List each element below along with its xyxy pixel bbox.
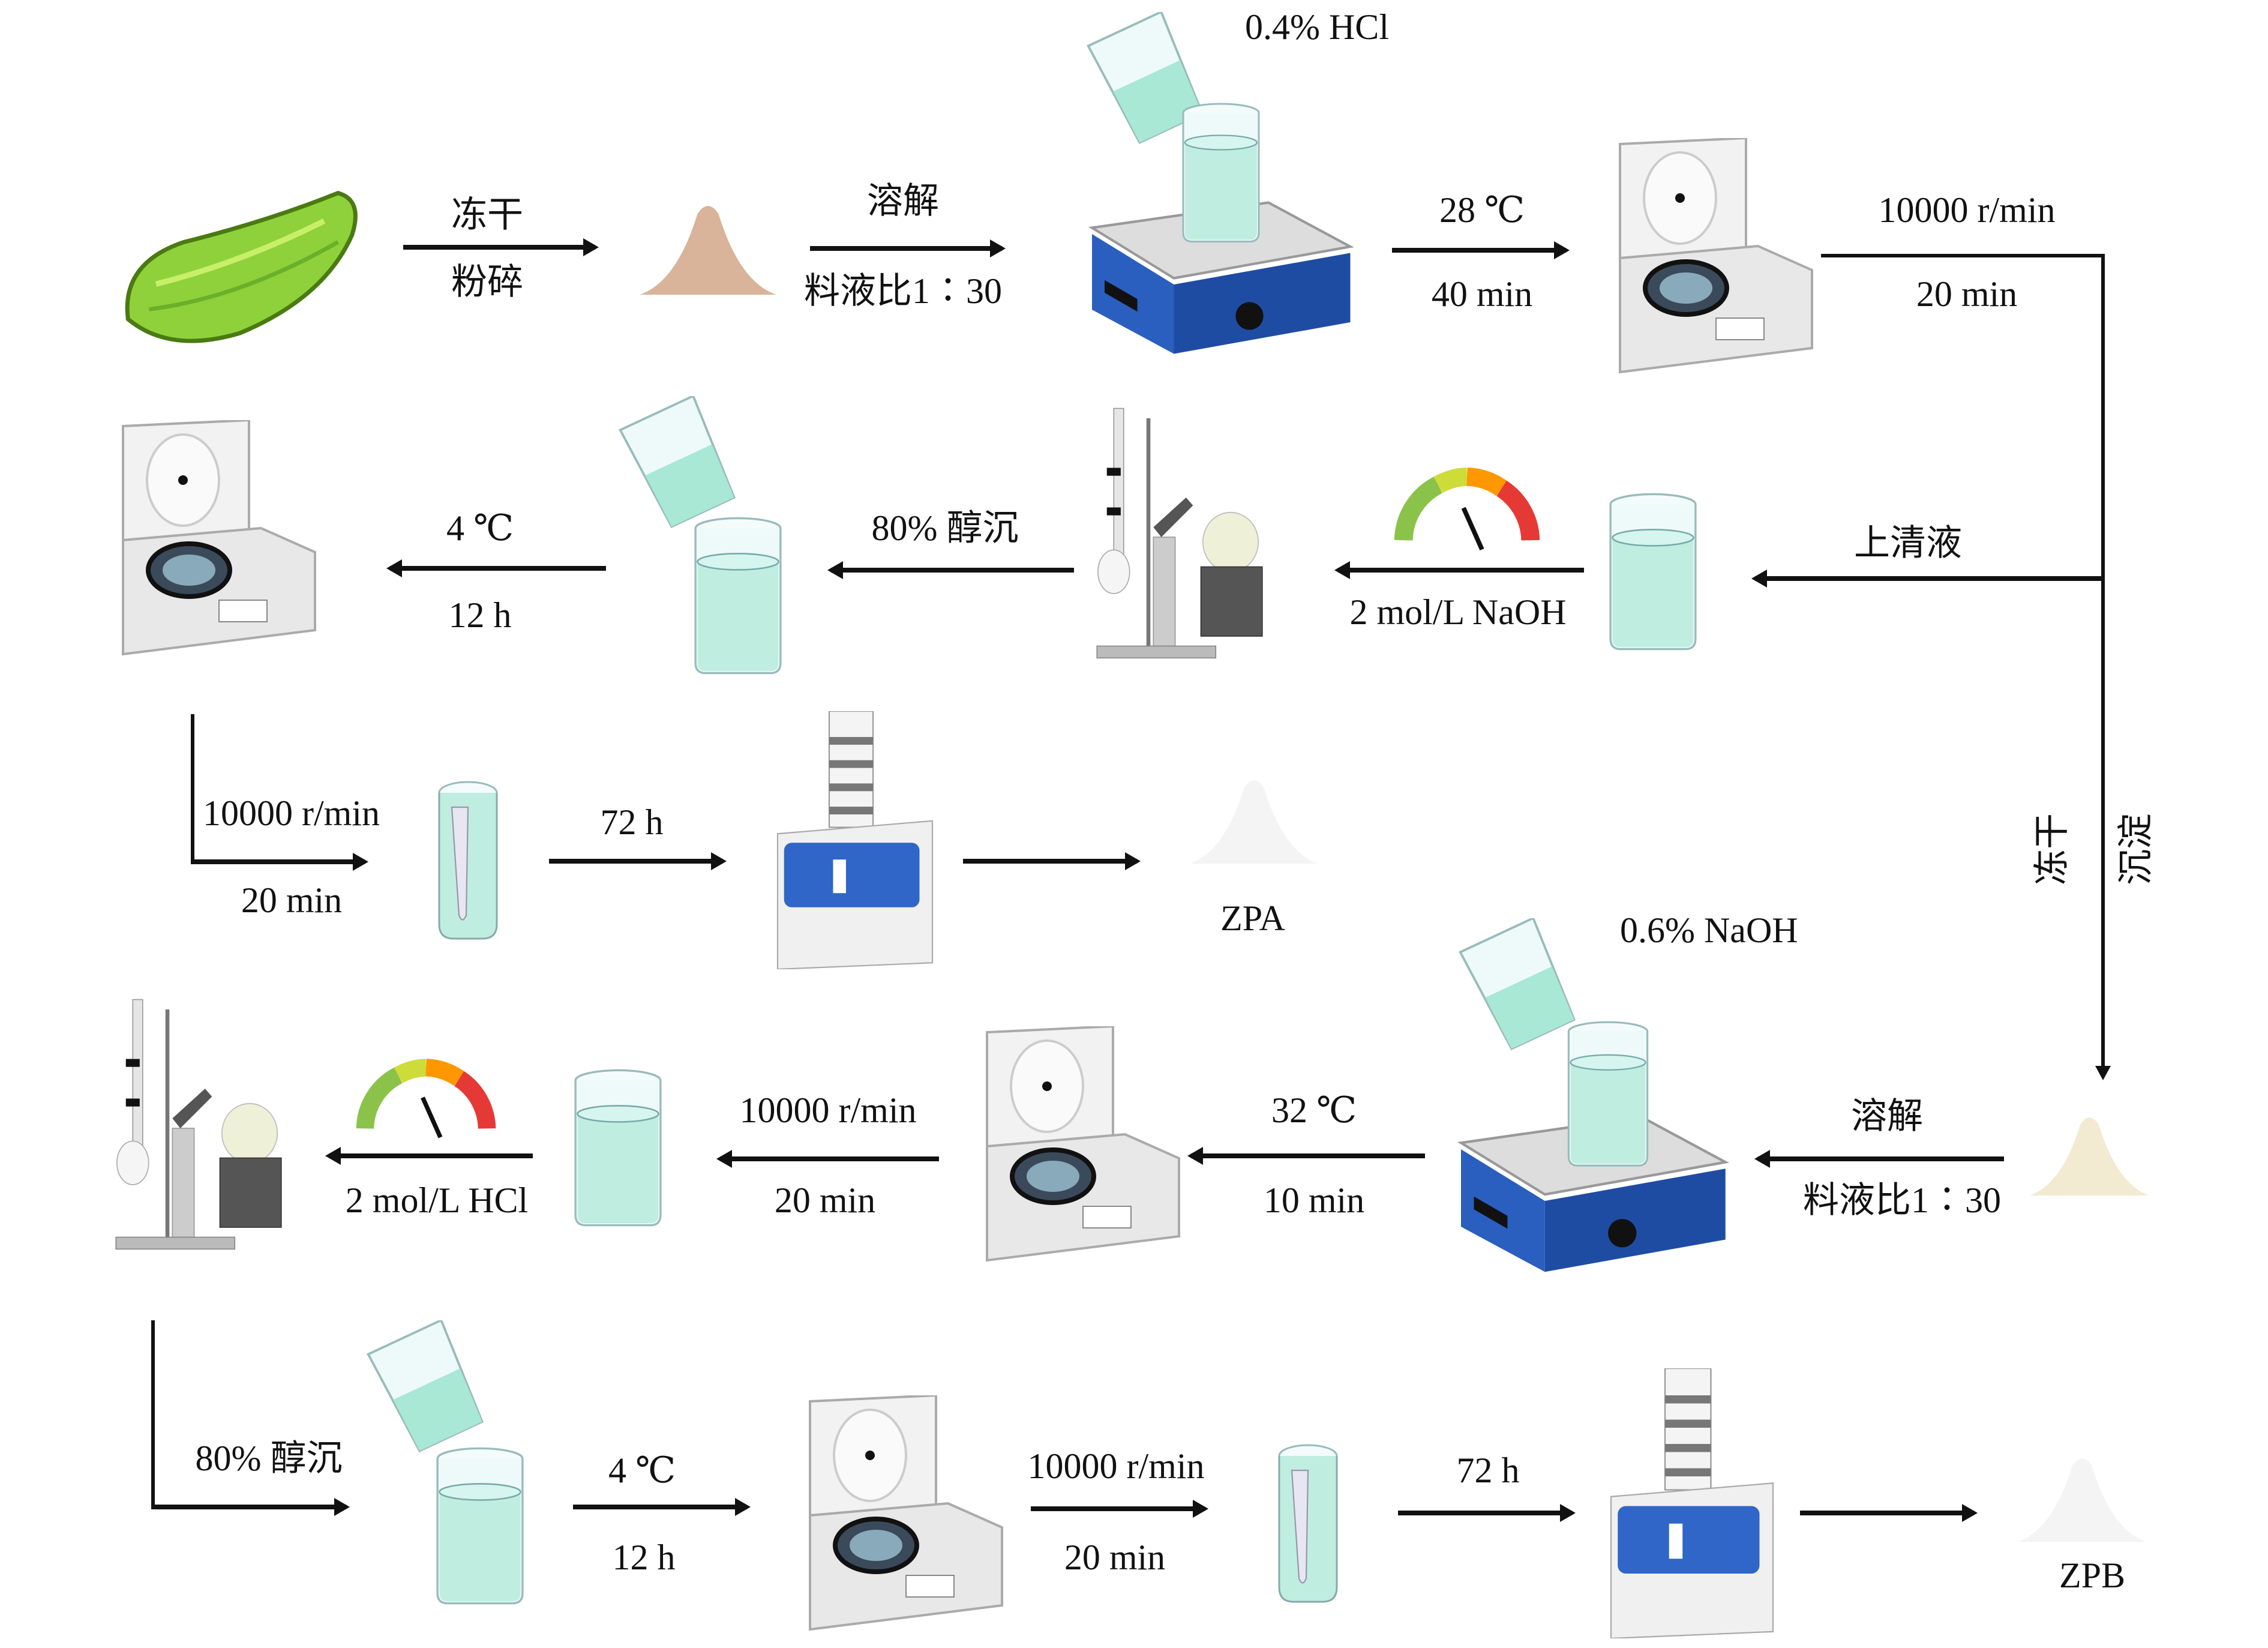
branch-label-precipitate: 沉淀 bbox=[2116, 813, 2156, 885]
step-label-dissolve: 溶解 bbox=[867, 181, 939, 221]
dry-time-label: 72 h bbox=[600, 802, 664, 842]
pouring-beaker-icon bbox=[612, 396, 750, 534]
connector-line bbox=[191, 714, 194, 864]
dry-time-label: 72 h bbox=[1456, 1451, 1520, 1490]
temp-label: 4 ℃ bbox=[446, 508, 514, 548]
neutralize-label: 2 mol/L HCl bbox=[345, 1180, 529, 1220]
freeze-dryer-icon bbox=[759, 711, 951, 969]
arrow-3 bbox=[1392, 241, 1570, 259]
arrow-spin bbox=[1031, 1500, 1208, 1518]
ph-gauge-icon bbox=[354, 1050, 498, 1140]
connector-line bbox=[1821, 254, 2105, 257]
arrow-1 bbox=[403, 238, 599, 256]
step-label-freeze-dry: 冻干 bbox=[451, 195, 523, 235]
arrow-product bbox=[1800, 1504, 1978, 1522]
arrow-ethanol bbox=[827, 561, 1074, 579]
arrow-2 bbox=[810, 239, 1006, 257]
time-label: 40 min bbox=[1431, 274, 1533, 314]
arrow-dissolve bbox=[1754, 1150, 2004, 1168]
time-label: 12 h bbox=[612, 1538, 676, 1577]
arrow-neutralize bbox=[325, 1147, 533, 1165]
beaker-icon bbox=[1593, 492, 1713, 654]
step-label-ratio: 料液比1∶30 bbox=[804, 271, 1002, 311]
rotary-evaporator-icon bbox=[111, 990, 309, 1266]
beaker-icon bbox=[678, 516, 798, 678]
beaker-icon bbox=[420, 1446, 540, 1608]
neutralize-label: 2 mol/L NaOH bbox=[1349, 592, 1567, 632]
arrow-cold bbox=[573, 1498, 751, 1516]
speed-label: 10000 r/min bbox=[739, 1090, 917, 1130]
ph-gauge-icon bbox=[1392, 459, 1542, 552]
centrifuge-icon bbox=[1602, 138, 1818, 378]
beaker-icon bbox=[1554, 1020, 1662, 1170]
powder-pile-icon bbox=[2013, 1446, 2151, 1554]
arrow-down bbox=[2095, 576, 2111, 1080]
spin-time-label: 20 min bbox=[241, 880, 343, 920]
centrifuge-icon bbox=[105, 420, 321, 660]
arrow-product bbox=[963, 852, 1141, 870]
rotary-evaporator-icon bbox=[1092, 396, 1290, 678]
arrow-neutralize bbox=[1334, 561, 1584, 579]
reagent-label-naoh: 0.6% NaOH bbox=[1620, 910, 1798, 950]
centrifuge-tube-icon bbox=[1248, 1443, 1368, 1605]
step-label-dissolve: 溶解 bbox=[1851, 1096, 1923, 1136]
speed-label: 10000 r/min bbox=[203, 793, 380, 833]
branch-label-freeze-dry: 冻干 bbox=[2032, 813, 2072, 885]
powder-pile-icon bbox=[1185, 768, 1323, 876]
spin-time-label: 20 min bbox=[1064, 1538, 1166, 1577]
branch-line bbox=[2101, 254, 2105, 578]
powder-pile-icon bbox=[2025, 1104, 2154, 1209]
centrifuge-tube-icon bbox=[408, 780, 528, 942]
arrow-supernatant bbox=[1751, 570, 2103, 588]
step-label-ratio: 料液比1∶30 bbox=[1803, 1180, 2001, 1220]
spin-time-label: 20 min bbox=[1916, 274, 2018, 314]
connector-line bbox=[151, 1320, 155, 1509]
speed-label: 10000 r/min bbox=[1878, 190, 2056, 230]
temp-label: 32 ℃ bbox=[1271, 1090, 1357, 1130]
arrow-dry bbox=[549, 852, 727, 870]
arrow-stir bbox=[1187, 1147, 1425, 1165]
temp-label: 28 ℃ bbox=[1439, 190, 1525, 230]
reagent-label-hcl: 0.4% HCl bbox=[1245, 7, 1389, 47]
product-label-zpa: ZPA bbox=[1220, 898, 1285, 938]
beaker-icon bbox=[1170, 102, 1272, 246]
spin-time-label: 20 min bbox=[774, 1180, 876, 1220]
arrow-ethanol bbox=[151, 1498, 350, 1516]
temp-label: 4 ℃ bbox=[608, 1451, 676, 1490]
ethanol-label: 80% 醇沉 bbox=[871, 508, 1019, 548]
arrow-dry bbox=[1398, 1504, 1576, 1522]
centrifuge-icon bbox=[969, 1026, 1185, 1266]
time-label: 10 min bbox=[1263, 1180, 1365, 1220]
arrow-spin bbox=[716, 1150, 939, 1168]
supernatant-label: 上清液 bbox=[1854, 523, 1962, 563]
arrow-cold bbox=[386, 559, 606, 577]
arrow-spin bbox=[191, 853, 368, 871]
ethanol-label: 80% 醇沉 bbox=[195, 1439, 343, 1478]
step-label-grind: 粉碎 bbox=[451, 262, 523, 302]
centrifuge-icon bbox=[792, 1395, 1008, 1635]
time-label: 12 h bbox=[448, 595, 512, 635]
speed-label: 10000 r/min bbox=[1027, 1446, 1205, 1486]
product-label-zpb: ZPB bbox=[2059, 1556, 2126, 1595]
freeze-dryer-icon bbox=[1596, 1368, 1788, 1638]
beaker-icon bbox=[558, 1068, 678, 1230]
powder-pile-icon bbox=[624, 198, 792, 303]
pouring-beaker-icon bbox=[360, 1320, 498, 1458]
zucchini-icon bbox=[114, 186, 366, 354]
